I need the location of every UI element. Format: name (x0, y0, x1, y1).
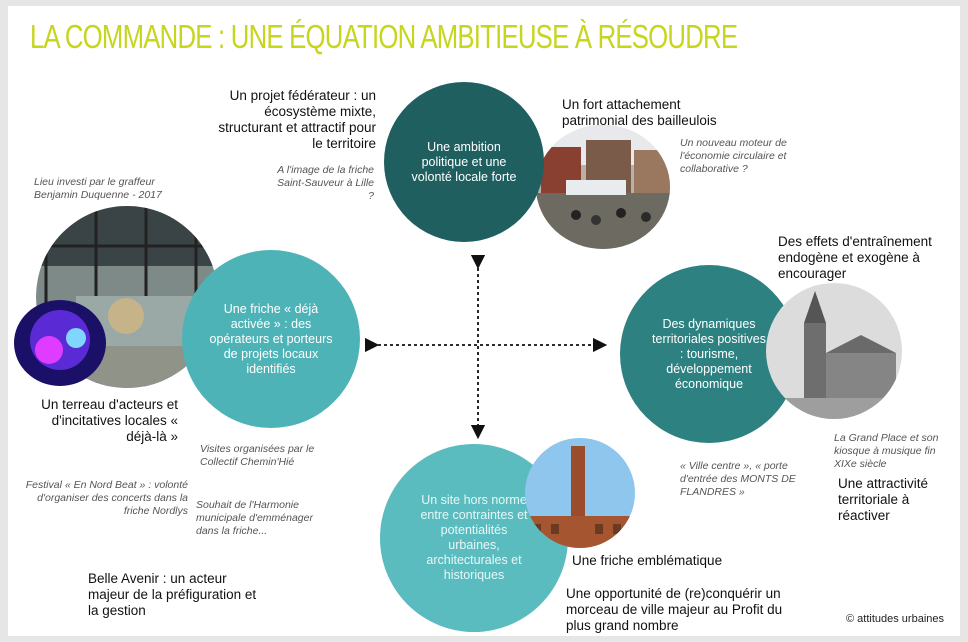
text-terreau: Un terreau d'acteurs et d'incitatives lo… (41, 397, 178, 444)
text-festival: Festival « En Nord Beat » : volonté d'or… (25, 479, 188, 517)
copyright-label: © attitudes urbaines (846, 613, 944, 625)
text-attractivite: Une attractivité territoriale à réactive… (838, 476, 929, 523)
page-title: LA COMMANDE : UNE ÉQUATION AMBITIEUSE À … (30, 18, 738, 55)
text-ville-centre: « Ville centre », « porte d'entrée des M… (680, 460, 796, 498)
text-graffeur: Lieu investi par le graffeur Benjamin Du… (34, 176, 162, 201)
frame-border-right (960, 0, 968, 642)
text-saint-sauveur: A l'image de la friche Saint-Sauveur à L… (277, 164, 374, 202)
text-belle-avenir: Belle Avenir : un acteur majeur de la pr… (88, 571, 257, 618)
photo-concert (14, 300, 106, 386)
text-opportunite: Une opportunité de (re)conquérir un morc… (566, 586, 783, 633)
frame-border-bottom (0, 636, 968, 642)
circle-ambition: Une ambition politique et une volonté lo… (384, 82, 544, 242)
photo-market-square (536, 125, 670, 249)
circle-dynamiques-label: Des dynamiques territoriales positives :… (652, 316, 766, 391)
frame-border-top (0, 0, 968, 6)
frame-border-left (0, 0, 8, 642)
circle-site-hors-norme-label: Un site hors norme entre contraintes et … (420, 493, 528, 582)
text-grand-place: La Grand Place et son kiosque à musique … (834, 432, 939, 470)
circle-friche-activee: Une friche « déjà activée » : des opérat… (182, 250, 360, 428)
text-projet-federateur: Un projet fédérateur : un écosystème mix… (218, 88, 376, 151)
text-attachement: Un fort attachement patrimonial des bail… (562, 97, 717, 128)
text-harmonie: Souhait de l'Harmonie municipale d'emmén… (196, 499, 313, 537)
text-entrainement: Des effets d'entraînement endogène et ex… (778, 234, 932, 281)
circle-friche-activee-label: Une friche « déjà activée » : des opérat… (209, 301, 333, 376)
text-emblematique: Une friche emblématique (572, 553, 723, 568)
photo-chimney (525, 438, 635, 548)
circle-ambition-label: Une ambition politique et une volonté lo… (411, 139, 517, 184)
photo-grand-place (766, 283, 902, 419)
text-moteur: Un nouveau moteur de l'économie circulai… (680, 137, 787, 175)
text-visites: Visites organisées par le Collectif Chem… (200, 443, 315, 468)
